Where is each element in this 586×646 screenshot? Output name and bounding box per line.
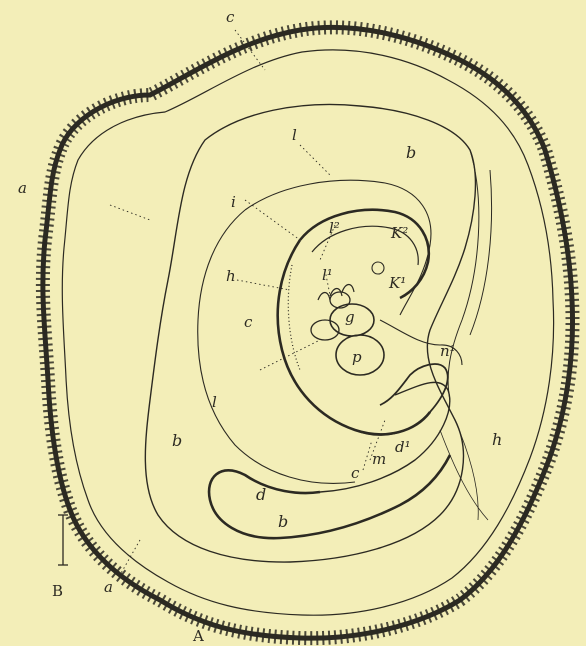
leader-lines — [110, 30, 385, 575]
label-c-top: c — [226, 8, 235, 26]
label-d1: d¹ — [395, 438, 411, 456]
label-p: p — [352, 348, 362, 366]
label-k2-small: l² — [329, 219, 340, 237]
label-d: d — [256, 485, 266, 504]
membrane-fold — [440, 150, 492, 520]
label-b-top-right: b — [406, 143, 416, 162]
caption-A: A — [192, 627, 204, 645]
label-n1: n¹ — [440, 342, 456, 360]
label-h-inner: h — [226, 267, 236, 285]
label-K2: K² — [390, 224, 408, 242]
caption-B: B — [52, 582, 63, 600]
label-c-mid: c — [244, 313, 253, 331]
label-l-top: l — [292, 126, 297, 144]
label-g: g — [345, 308, 355, 326]
allantois-stalk — [209, 455, 450, 538]
villous-outer-membrane — [43, 27, 573, 638]
label-b-left: b — [172, 431, 182, 450]
label-a-top-left: a — [18, 179, 27, 197]
scale-bar — [58, 515, 68, 565]
label-b-bottom: b — [278, 512, 288, 531]
label-a-bottom: a — [104, 578, 113, 596]
label-l-left: l — [212, 393, 217, 411]
label-c-lower: c — [351, 464, 360, 482]
label-K1: K¹ — [388, 274, 406, 292]
label-i: i — [231, 193, 236, 211]
label-h-right: h — [492, 430, 502, 449]
label-l1-small: l¹ — [322, 266, 333, 284]
allantois-loop — [320, 364, 450, 492]
label-m: m — [372, 450, 386, 468]
